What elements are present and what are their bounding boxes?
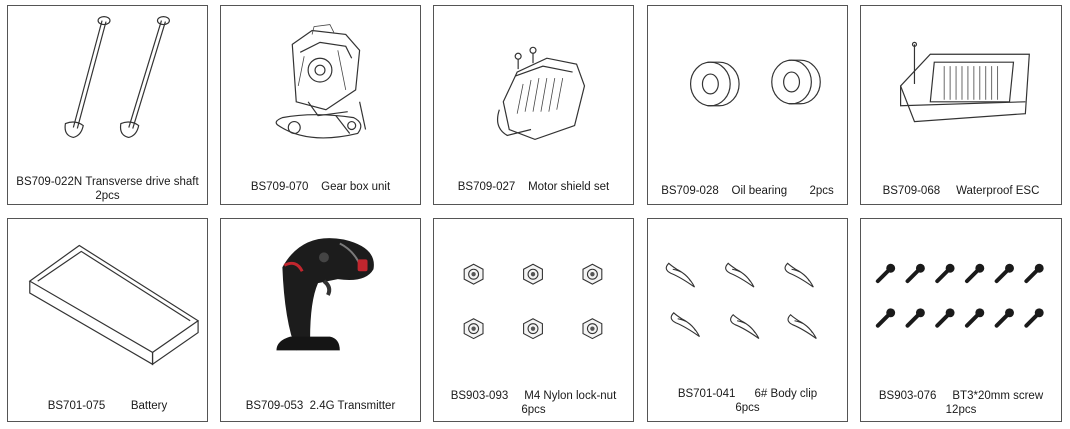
part-card-body-clip: BS701-041 6# Body clip 6pcs xyxy=(647,218,848,422)
body-clip-item xyxy=(784,262,814,288)
part-name: Transverse drive shaft xyxy=(85,176,199,188)
screw-item xyxy=(875,263,896,284)
body-clip-item xyxy=(730,314,760,339)
oil-bearing-icon xyxy=(689,59,821,107)
lock-nut-icon xyxy=(463,263,603,340)
body-clip-item xyxy=(725,262,755,288)
part-name: M4 Nylon lock-nut xyxy=(524,390,617,402)
part-name: Oil bearing xyxy=(731,185,788,197)
lock-nut-item xyxy=(523,318,543,340)
body-clip-item xyxy=(670,312,700,338)
part-code: BS709-022N xyxy=(16,176,83,188)
part-code: BS701-041 xyxy=(677,388,736,400)
lock-nut-item xyxy=(582,263,603,285)
part-code: BS903-093 xyxy=(450,390,509,402)
part-card-oil-bearing: BS709-028 Oil bearing 2pcs xyxy=(647,5,848,205)
part-code: BS709-027 xyxy=(457,181,516,193)
lock-nut-item xyxy=(463,318,484,340)
part-name: Gear box unit xyxy=(321,181,391,193)
part-card-drive-shaft: BS709-022N Transverse drive shaft 2pcs xyxy=(7,5,208,205)
part-code: BS701-075 xyxy=(47,400,106,412)
screw-item xyxy=(994,308,1014,328)
part-code: BS709-070 xyxy=(250,181,309,193)
part-qty: 6pcs xyxy=(521,404,546,416)
drive-shaft-icon xyxy=(64,16,170,139)
screw-item xyxy=(994,263,1014,284)
part-code: BS709-068 xyxy=(882,185,941,197)
screw-item xyxy=(1024,263,1044,284)
screw-item xyxy=(905,308,925,328)
part-card-battery: BS701-075 Battery xyxy=(7,218,208,422)
part-code: BS903-076 xyxy=(878,390,937,402)
body-clip-icon xyxy=(665,262,817,339)
screw-icon xyxy=(875,263,1044,328)
part-card-screw: BS903-076 BT3*20mm screw 12pcs xyxy=(860,218,1062,422)
screw-item xyxy=(935,308,955,328)
part-card-lock-nut: BS903-093 M4 Nylon lock-nut 6pcs xyxy=(433,218,634,422)
part-name: BT3*20mm screw xyxy=(952,390,1044,402)
screw-item xyxy=(1024,308,1044,328)
body-clip-item xyxy=(665,262,696,288)
transmitter-icon xyxy=(276,238,374,351)
screw-item xyxy=(875,308,896,328)
part-code: BS709-053 xyxy=(245,400,304,412)
battery-icon xyxy=(28,244,200,366)
gear-box-icon xyxy=(275,24,367,139)
part-code: BS709-028 xyxy=(661,185,719,197)
screw-item xyxy=(964,308,985,328)
part-name: Motor shield set xyxy=(528,181,610,193)
part-name: Waterproof ESC xyxy=(956,185,1040,197)
body-clip-item xyxy=(787,314,817,339)
part-qty: 2pcs xyxy=(95,190,120,202)
part-card-motor-shield: BS709-027 Motor shield set xyxy=(433,5,634,205)
part-card-esc: BS709-068 Waterproof ESC xyxy=(860,5,1062,205)
part-card-gear-box: BS709-070 Gear box unit xyxy=(220,5,421,205)
part-qty: 6pcs xyxy=(735,402,760,414)
esc-icon xyxy=(899,41,1030,123)
part-card-transmitter: BS709-053 2.4G Transmitter xyxy=(220,218,421,422)
screw-item xyxy=(905,263,925,284)
lock-nut-item xyxy=(463,263,484,285)
part-qty: 12pcs xyxy=(945,404,977,416)
part-name: Battery xyxy=(130,400,168,412)
screw-item xyxy=(964,263,985,284)
part-name: 6# Body clip xyxy=(754,388,818,400)
part-qty: 2pcs xyxy=(809,185,834,197)
motor-shield-icon xyxy=(497,46,586,141)
screw-item xyxy=(935,263,955,284)
lock-nut-item xyxy=(523,263,543,285)
lock-nut-item xyxy=(582,318,603,340)
part-name: 2.4G Transmitter xyxy=(309,400,396,412)
